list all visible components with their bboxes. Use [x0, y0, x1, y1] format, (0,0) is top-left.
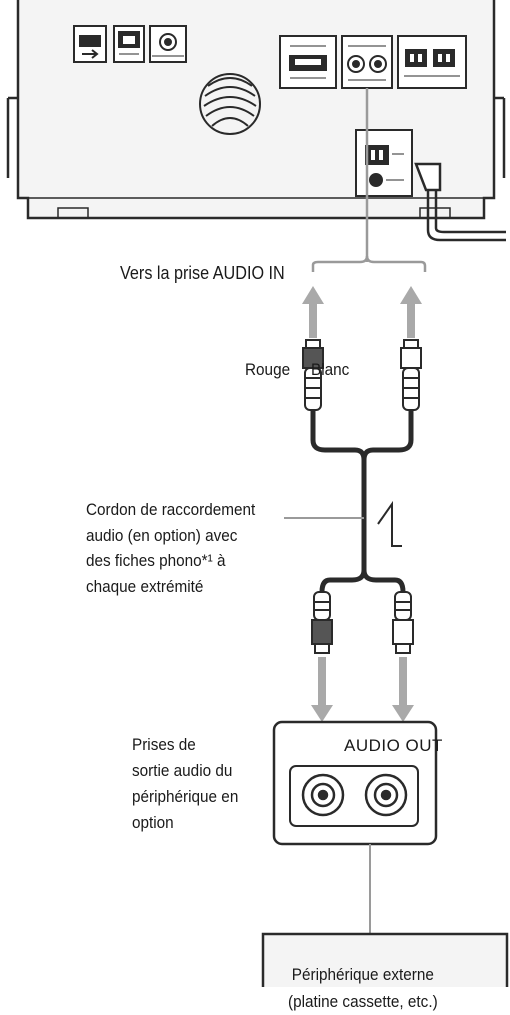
white-plug-bottom — [392, 591, 414, 654]
network-port — [113, 25, 145, 63]
hdmi-port-block — [279, 35, 337, 89]
audio-cable — [310, 410, 414, 593]
arrows-up — [302, 286, 422, 338]
external-device-line: Périphérique externe — [291, 965, 434, 984]
cord-description-line: chaque extrémité — [86, 576, 204, 596]
cord-description-line: des fiches phono*¹ à — [86, 551, 226, 570]
cable-length-break-icon — [377, 500, 402, 547]
audio-out-jack-right — [364, 773, 408, 817]
external-device-label: Périphérique externe (platine cassette, … — [288, 961, 438, 1015]
cord-description: Cordon de raccordement audio (en option)… — [86, 497, 255, 599]
white-plug-label: Blanc — [311, 360, 350, 379]
white-plug-top — [400, 339, 422, 411]
usb-port — [73, 25, 107, 63]
output-jacks-line: sortie audio du — [132, 761, 233, 780]
leader-lines — [284, 517, 371, 934]
red-plug-bottom — [311, 591, 333, 654]
audio-out-label: AUDIO OUT — [344, 736, 443, 755]
cord-description-line: audio (en option) avec — [86, 525, 238, 545]
output-jacks-description: Prises de sortie audio du périphérique e… — [132, 732, 238, 836]
output-jacks-line: Prises de — [132, 735, 196, 754]
output-jacks-line: périphérique en — [132, 787, 239, 806]
red-plug-label: Rouge — [245, 360, 291, 379]
red-plug-top — [302, 339, 324, 411]
antenna-jack — [149, 25, 187, 63]
fan-vent — [199, 73, 261, 135]
audio-in-jacks-unit — [341, 35, 393, 89]
external-device-box — [261, 932, 509, 987]
arrows-down — [311, 657, 414, 722]
speaker-terminals — [397, 35, 467, 89]
audio-in-target-label: Vers la prise AUDIO IN — [120, 263, 285, 283]
audio-in-bracket — [311, 88, 427, 272]
output-jacks-line: option — [132, 813, 174, 832]
external-device-line: (platine cassette, etc.) — [288, 992, 438, 1011]
audio-out-jack-left — [301, 773, 345, 817]
power-cord — [414, 162, 506, 242]
cord-description-line: Cordon de raccordement — [86, 500, 256, 519]
connection-diagram — [6, 0, 509, 987]
voltage-selector — [355, 129, 413, 197]
